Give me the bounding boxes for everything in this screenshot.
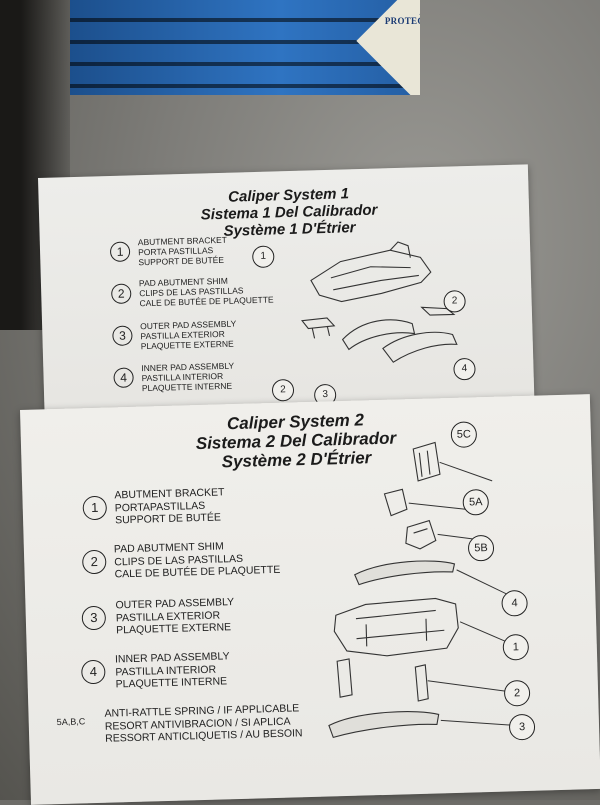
box-line1: promo bbox=[370, 6, 421, 15]
legend2-num-3: 3 bbox=[81, 605, 107, 631]
caliper-1-exploded-drawing bbox=[301, 241, 458, 363]
system1-title: Caliper System 1 Sistema 1 Del Calibrado… bbox=[168, 184, 409, 242]
box-brand-text: promo PROTECTION PLUS bbox=[370, 6, 420, 26]
caliper-2-exploded-drawing bbox=[328, 441, 526, 739]
caliper-system-1-panel: Caliper System 1 Sistema 1 Del Calibrado… bbox=[38, 164, 536, 436]
brake-pad-box: promo PROTECTION PLUS bbox=[70, 0, 420, 95]
legend1-num-4: 4 bbox=[113, 367, 134, 388]
box-line2: PROTECTION PLUS bbox=[384, 16, 420, 26]
legend1-num-2: 2 bbox=[110, 283, 132, 304]
legend2-num-1: 1 bbox=[82, 495, 108, 521]
legend2-num-5: 5A,B,C bbox=[56, 716, 86, 728]
legend1-num-1: 1 bbox=[109, 241, 131, 263]
caliper-system-2-panel: Caliper System 2 Sistema 2 Del Calibrado… bbox=[20, 394, 600, 805]
legend1-num-3: 3 bbox=[112, 325, 133, 346]
legend2-num-4: 4 bbox=[81, 659, 106, 685]
legend2-num-2: 2 bbox=[81, 549, 107, 575]
